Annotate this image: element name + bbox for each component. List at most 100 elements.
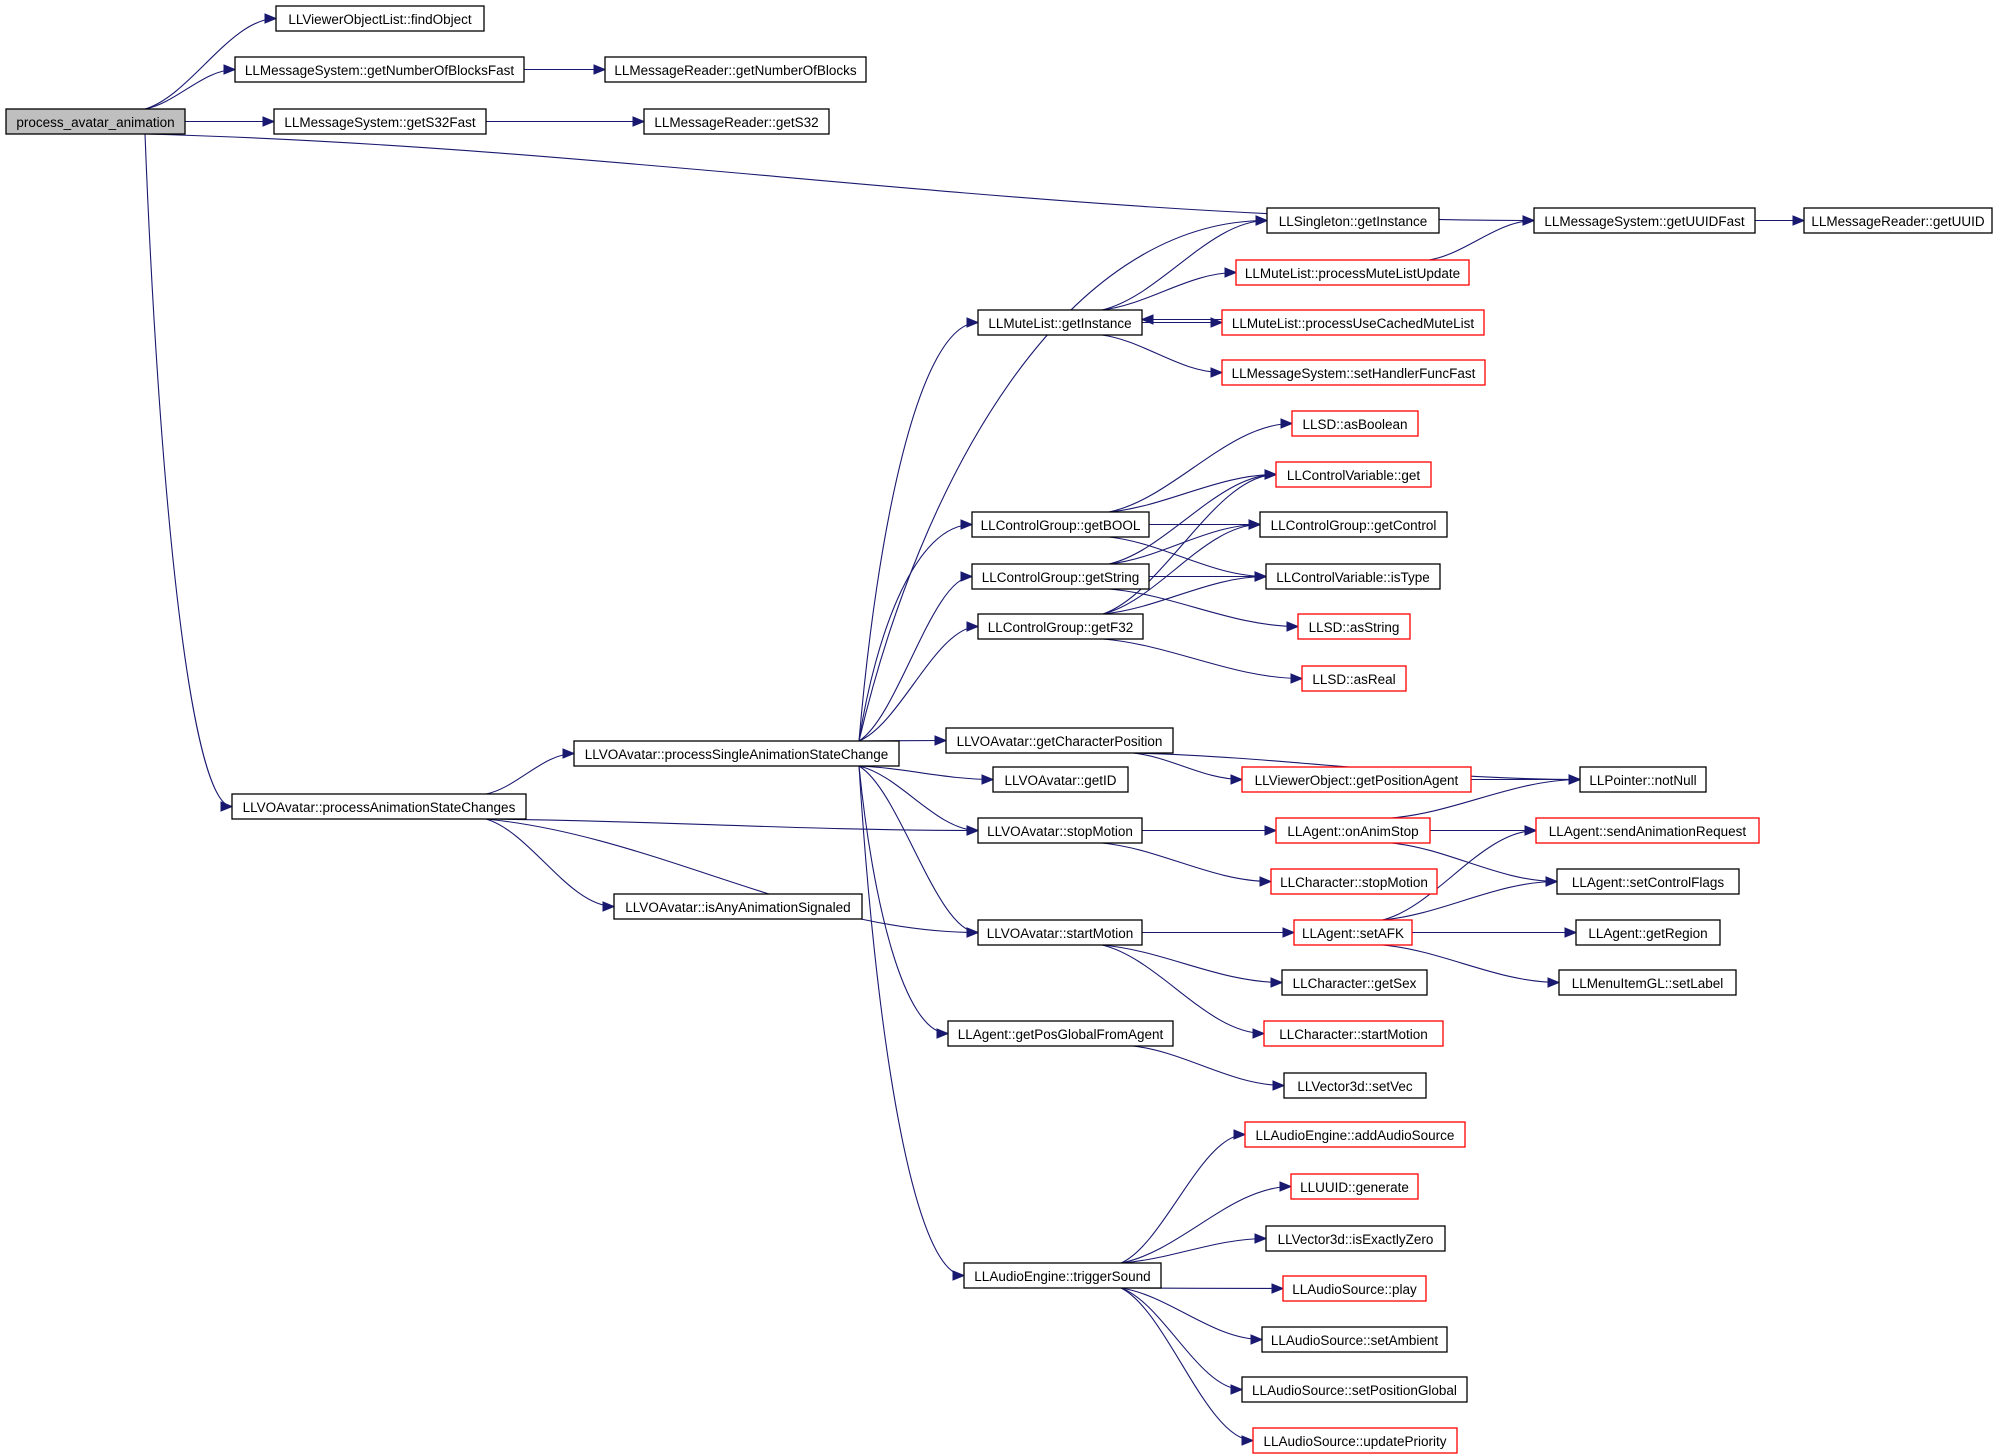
node-scf[interactable]: LLAgent::setControlFlags: [1556, 868, 1740, 895]
node-gcp[interactable]: LLVOAvatar::getCharacterPosition: [945, 727, 1174, 754]
edge-line: [1391, 842, 1558, 883]
node-cgb[interactable]: LLControlGroup::getBOOL: [971, 511, 1150, 538]
node-sar[interactable]: LLAgent::sendAnimationRequest: [1535, 817, 1760, 844]
edge-line: [1132, 1045, 1285, 1087]
node-asp[interactable]: LLAudioSource::play: [1282, 1275, 1427, 1302]
node-label: LLUUID::generate: [1300, 1180, 1409, 1195]
node-label: LLVector3d::isExactlyZero: [1278, 1232, 1434, 1247]
node-box: [1221, 309, 1485, 336]
node-cvg[interactable]: LLControlVariable::get: [1275, 461, 1432, 488]
node-box: [1579, 766, 1707, 793]
node-aspg[interactable]: LLAudioSource::setPositionGlobal: [1241, 1376, 1468, 1403]
node-label: LLVOAvatar::processSingleAnimationStateC…: [585, 747, 888, 762]
node-pmlu[interactable]: LLMuteList::processMuteListUpdate: [1235, 259, 1470, 286]
edge-mlgi-to-sgi: [1101, 215, 1269, 311]
node-label: LLControlGroup::getString: [982, 570, 1140, 585]
node-pucm[interactable]: LLMuteList::processUseCachedMuteList: [1221, 309, 1485, 336]
edge-line: [1102, 523, 1261, 615]
node-gid[interactable]: LLVOAvatar::getID: [992, 766, 1129, 793]
node-asup[interactable]: LLAudioSource::updatePriority: [1252, 1427, 1458, 1454]
node-pnn[interactable]: LLPointer::notNull: [1579, 766, 1707, 793]
node-aets[interactable]: LLAudioEngine::triggerSound: [963, 1262, 1162, 1289]
node-gu[interactable]: LLMessageReader::getUUID: [1803, 207, 1993, 234]
node-label: LLAgent::setControlFlags: [1572, 875, 1725, 890]
edge-line: [1428, 219, 1535, 261]
edge-cgf-to-cgc: [1102, 519, 1262, 615]
edge-line: [144, 133, 233, 808]
node-misl[interactable]: LLMenuItemGL::setLabel: [1558, 969, 1737, 996]
node-aeaas[interactable]: LLAudioEngine::addAudioSource: [1244, 1121, 1466, 1148]
node-gnb[interactable]: LLMessageReader::getNumberOfBlocks: [604, 56, 867, 83]
edge-line: [1120, 1133, 1246, 1264]
edge-arrowhead: [936, 1028, 950, 1039]
node-label: LLPointer::notNull: [1589, 773, 1696, 788]
node-label: LLMessageSystem::setHandlerFuncFast: [1232, 366, 1476, 381]
edge-psasc-to-sm: [858, 765, 980, 836]
node-box: [1263, 1020, 1444, 1047]
node-guf[interactable]: LLMessageSystem::getUUIDFast: [1533, 207, 1756, 234]
node-gpgfa[interactable]: LLAgent::getPosGlobalFromAgent: [947, 1020, 1174, 1047]
node-box: [947, 1020, 1174, 1047]
node-iaas[interactable]: LLVOAvatar::isAnyAnimationSignaled: [613, 893, 863, 920]
node-sdab[interactable]: LLSD::asBoolean: [1291, 410, 1419, 437]
node-psasc[interactable]: LLVOAvatar::processSingleAnimationStateC…: [573, 740, 900, 767]
node-cvit[interactable]: LLControlVariable::isType: [1265, 563, 1441, 590]
edge-arrowhead: [1254, 1233, 1268, 1244]
node-sm[interactable]: LLVOAvatar::stopMotion: [977, 817, 1143, 844]
node-box: [1235, 259, 1470, 286]
edge-pmlu-to-guf: [1428, 215, 1536, 261]
edge-oas-to-pnn: [1391, 774, 1582, 819]
node-label: LLAudioEngine::triggerSound: [974, 1269, 1150, 1284]
node-gs32[interactable]: LLMessageReader::getS32: [643, 108, 830, 135]
node-agr[interactable]: LLAgent::getRegion: [1575, 919, 1721, 946]
node-label: LLAgent::sendAnimationRequest: [1549, 824, 1747, 839]
node-label: LLMessageReader::getS32: [654, 115, 818, 130]
edge-arrowhead: [1545, 876, 1559, 887]
node-mlgi[interactable]: LLMuteList::getInstance: [977, 309, 1143, 336]
node-label: LLMessageSystem::getUUIDFast: [1544, 214, 1745, 229]
node-v3ez[interactable]: LLVector3d::isExactlyZero: [1265, 1225, 1446, 1252]
node-uug[interactable]: LLUUID::generate: [1290, 1173, 1419, 1200]
node-safk[interactable]: LLAgent::setAFK: [1293, 919, 1413, 946]
node-label: LLAudioSource::play: [1292, 1282, 1417, 1297]
node-oas[interactable]: LLAgent::onAnimStop: [1275, 817, 1431, 844]
edge-line: [1382, 880, 1558, 921]
node-gs32f[interactable]: LLMessageSystem::getS32Fast: [273, 108, 487, 135]
node-vgpa[interactable]: LLViewerObject::getPositionAgent: [1241, 766, 1472, 793]
edge-stm-to-safk: [1142, 927, 1296, 938]
node-sdas[interactable]: LLSD::asString: [1297, 613, 1411, 640]
node-cgs[interactable]: LLControlGroup::getString: [971, 563, 1150, 590]
node-cgc[interactable]: LLControlGroup::getControl: [1259, 511, 1448, 538]
node-shff[interactable]: LLMessageSystem::setHandlerFuncFast: [1221, 359, 1486, 386]
edge-arrowhead: [223, 64, 237, 75]
node-box: [1290, 1173, 1419, 1200]
node-label: LLMenuItemGL::setLabel: [1572, 976, 1724, 991]
edge-line: [1108, 588, 1299, 628]
edge-line: [1108, 473, 1277, 513]
node-pasc[interactable]: LLVOAvatar::processAnimationStateChanges: [231, 793, 527, 820]
node-cgf[interactable]: LLControlGroup::getF32: [977, 613, 1144, 640]
node-cgsx[interactable]: LLCharacter::getSex: [1281, 969, 1428, 996]
edge-gpgfa-to-v3sv: [1132, 1045, 1286, 1091]
edge-aets-to-aeaas: [1120, 1129, 1247, 1264]
node-stm[interactable]: LLVOAvatar::startMotion: [977, 919, 1143, 946]
node-box: [234, 56, 525, 83]
node-cstm[interactable]: LLCharacter::startMotion: [1263, 1020, 1444, 1047]
node-box: [971, 511, 1150, 538]
node-box: [1275, 817, 1431, 844]
node-assa[interactable]: LLAudioSource::setAmbient: [1261, 1326, 1448, 1353]
node-gnbf[interactable]: LLMessageSystem::getNumberOfBlocksFast: [234, 56, 525, 83]
node-v3sv[interactable]: LLVector3d::setVec: [1283, 1072, 1427, 1099]
node-sdar[interactable]: LLSD::asReal: [1301, 665, 1407, 692]
edge-psasc-to-cgs: [858, 571, 974, 742]
node-csm[interactable]: LLCharacter::stopMotion: [1270, 868, 1438, 895]
edge-sm-to-csm: [1101, 842, 1273, 887]
edge-arrowhead: [1230, 1384, 1244, 1395]
node-vol[interactable]: LLViewerObjectList::findObject: [275, 5, 485, 32]
node-sgi[interactable]: LLSingleton::getInstance: [1266, 207, 1440, 234]
edge-aets-to-aspg: [1120, 1287, 1244, 1395]
edge-arrowhead: [1264, 825, 1278, 836]
edge-arrowhead: [1241, 1435, 1255, 1446]
edge-line: [1120, 1237, 1267, 1264]
node-box: [1261, 1326, 1448, 1353]
